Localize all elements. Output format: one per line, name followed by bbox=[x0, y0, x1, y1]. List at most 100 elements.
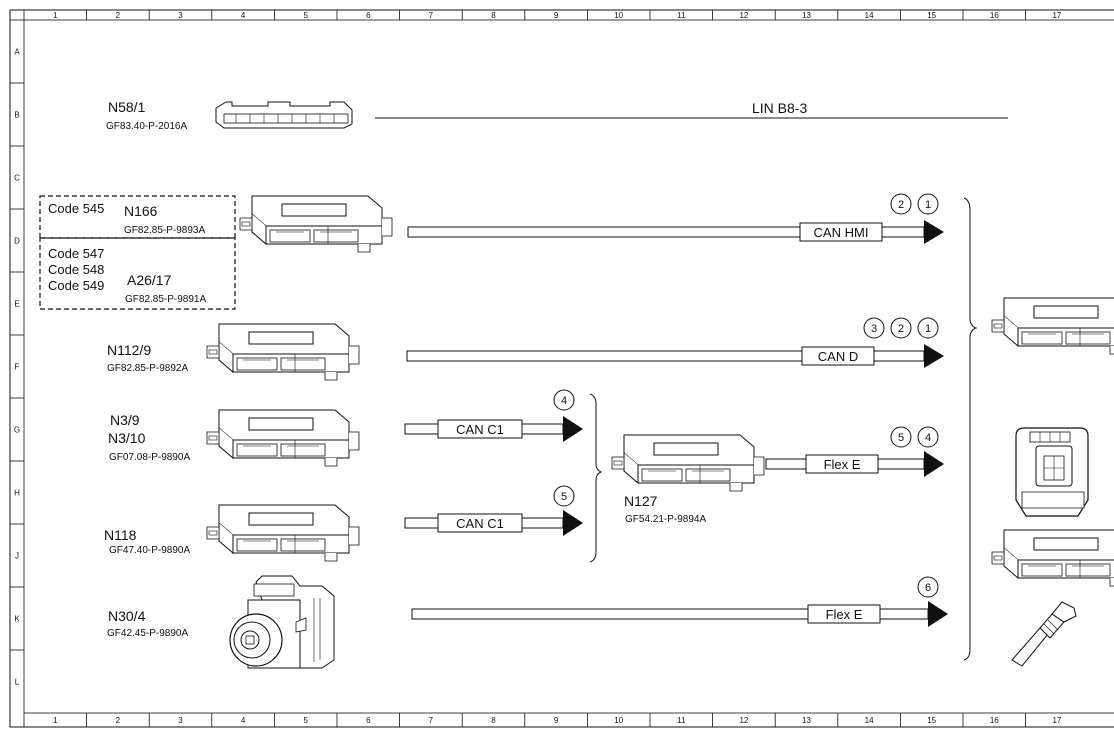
column-number: 3 bbox=[178, 716, 183, 725]
row-letter: J bbox=[15, 552, 19, 561]
column-number: 4 bbox=[241, 716, 246, 725]
can-c1-lower-marker bbox=[553, 485, 575, 507]
column-number: 4 bbox=[241, 11, 246, 20]
code-545-box bbox=[39, 195, 236, 239]
row-letter: C bbox=[14, 174, 20, 183]
n58-name: N58/1 bbox=[108, 99, 146, 115]
row-letter: F bbox=[15, 363, 20, 372]
right-selector-drawing bbox=[1015, 427, 1089, 517]
can-c1-brace bbox=[589, 393, 603, 563]
column-number: 10 bbox=[614, 716, 623, 725]
column-number: 6 bbox=[366, 11, 371, 20]
column-number: 6 bbox=[366, 716, 371, 725]
drawing-area bbox=[23, 19, 1114, 714]
can-c1-bus-lower: CAN C1 bbox=[404, 510, 583, 536]
can-c1-upper-label: CAN C1 bbox=[456, 422, 504, 437]
can-d-label: CAN D bbox=[818, 349, 858, 364]
n3-9-name: N3/9 bbox=[110, 412, 140, 428]
right-group-brace bbox=[963, 197, 978, 661]
n127-ref: GF54.21-P-9894A bbox=[625, 514, 706, 525]
can-d-marker-c bbox=[917, 317, 939, 339]
code-547-549-box bbox=[39, 237, 236, 310]
can-d-bus: CAN D bbox=[406, 344, 944, 368]
column-number: 15 bbox=[927, 11, 936, 20]
column-number: 3 bbox=[178, 11, 183, 20]
can-hmi-bus: CAN HMI bbox=[407, 220, 944, 244]
n166-name: N166 bbox=[124, 203, 158, 219]
can-c1-upper-marker bbox=[553, 389, 575, 411]
column-number: 5 bbox=[303, 716, 308, 725]
a26-name: A26/17 bbox=[127, 272, 172, 288]
n166-ref: GF82.85-P-9893A bbox=[124, 225, 205, 236]
n118-ref: GF47.40-P-9890A bbox=[109, 545, 190, 556]
can-hmi-marker-b-label: 1 bbox=[925, 199, 931, 211]
column-number: 12 bbox=[739, 716, 748, 725]
can-d-marker-a-label: 3 bbox=[871, 323, 877, 335]
flex-e-upper-label: Flex E bbox=[824, 457, 861, 472]
column-number: 13 bbox=[802, 716, 811, 725]
row-letter: L bbox=[15, 678, 20, 687]
row-letter: A bbox=[14, 48, 20, 57]
column-number: 7 bbox=[429, 716, 434, 725]
column-number: 2 bbox=[116, 11, 121, 20]
column-number: 9 bbox=[554, 716, 559, 725]
column-number: 9 bbox=[554, 11, 559, 20]
can-d-marker-a bbox=[863, 317, 885, 339]
can-c1-lower-label: CAN C1 bbox=[456, 516, 504, 531]
row-letter: K bbox=[14, 615, 20, 624]
can-hmi-marker-a bbox=[890, 193, 912, 215]
n3-ref: GF07.08-P-9890A bbox=[109, 452, 190, 463]
n30-ref: GF42.45-P-9890A bbox=[107, 628, 188, 639]
can-hmi-label: CAN HMI bbox=[814, 225, 869, 240]
column-number: 16 bbox=[990, 11, 999, 20]
can-c1-bus-upper: CAN C1 bbox=[404, 416, 583, 442]
column-number: 17 bbox=[1052, 716, 1061, 725]
column-number: 10 bbox=[614, 11, 623, 20]
column-number: 2 bbox=[116, 716, 121, 725]
can-hmi-marker-b bbox=[917, 193, 939, 215]
column-number: 8 bbox=[491, 716, 496, 725]
column-number: 1 bbox=[53, 716, 58, 725]
flex-e-upper-marker-a bbox=[890, 426, 912, 448]
n127-name: N127 bbox=[624, 493, 658, 509]
column-number: 15 bbox=[927, 716, 936, 725]
n30-name: N30/4 bbox=[108, 608, 146, 624]
column-number: 11 bbox=[677, 11, 686, 20]
can-c1-lower-marker-label: 5 bbox=[561, 491, 567, 503]
can-d-marker-c-label: 1 bbox=[925, 323, 931, 335]
n118-name: N118 bbox=[104, 527, 137, 543]
n58-ref: GF83.40-P-2016A bbox=[106, 121, 187, 132]
flex-e-lower-marker-label: 6 bbox=[925, 582, 931, 594]
row-letter: H bbox=[14, 489, 20, 498]
flex-e-upper-marker-a-label: 5 bbox=[898, 432, 904, 444]
code-547-label: Code 547 bbox=[48, 246, 104, 261]
flex-e-lower-marker bbox=[917, 576, 939, 598]
column-number: 12 bbox=[739, 11, 748, 20]
can-c1-upper-marker-label: 4 bbox=[561, 395, 567, 407]
flex-e-upper-marker-b bbox=[917, 426, 939, 448]
column-number: 8 bbox=[491, 11, 496, 20]
right-sensor-drawing bbox=[1011, 601, 1077, 667]
column-number: 14 bbox=[865, 716, 874, 725]
n58-connector-drawing bbox=[215, 101, 353, 129]
n30-unit-drawing bbox=[229, 575, 335, 669]
column-number: 5 bbox=[303, 11, 308, 20]
n112-ref: GF82.85-P-9892A bbox=[107, 363, 188, 374]
n112-name: N112/9 bbox=[107, 342, 151, 358]
flex-e-bus-upper: Flex E bbox=[765, 451, 944, 477]
flex-e-bus-lower: Flex E bbox=[411, 601, 948, 627]
n3-10-name: N3/10 bbox=[108, 430, 146, 446]
code-545-label: Code 545 bbox=[48, 201, 104, 216]
column-number: 1 bbox=[53, 11, 58, 20]
row-letter: D bbox=[14, 237, 20, 246]
flex-e-upper-marker-b-label: 4 bbox=[925, 432, 931, 444]
column-number: 11 bbox=[677, 716, 686, 725]
column-number: 13 bbox=[802, 11, 811, 20]
row-letter: G bbox=[14, 426, 20, 435]
can-d-marker-b bbox=[890, 317, 912, 339]
can-hmi-marker-a-label: 2 bbox=[898, 199, 904, 211]
